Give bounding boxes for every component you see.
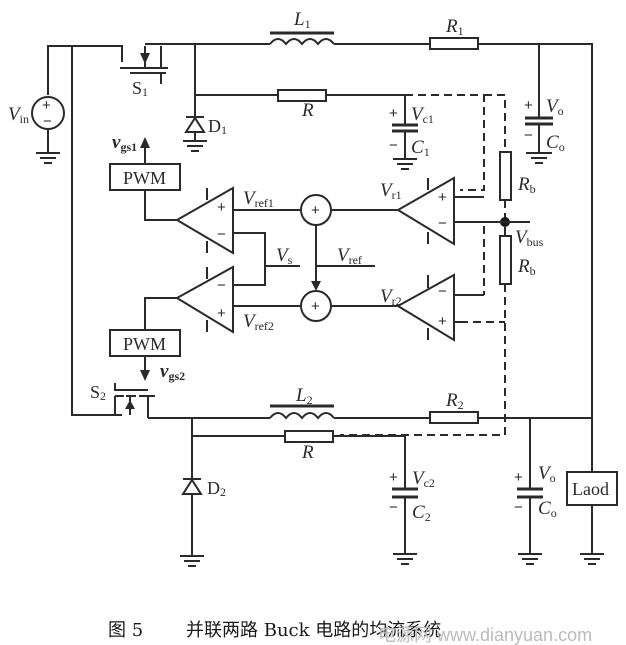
svg-text:Vref: Vref [337, 245, 362, 267]
svg-text:L2: L2 [295, 385, 313, 407]
switch-s1: S1 [120, 46, 168, 99]
pwm-block-2: PWM vgs2 [109, 297, 185, 383]
svg-text:Rb: Rb [517, 256, 536, 278]
pwm-block-1: PWM vgs1 [109, 132, 181, 221]
svg-text:+: + [217, 199, 226, 216]
sense-resistor-1: R [277, 89, 327, 121]
svg-text:Co: Co [538, 498, 557, 520]
arrow-icon [140, 137, 150, 148]
ground-icon [36, 152, 60, 164]
svg-text:R: R [301, 442, 314, 463]
share-amp-2: − + Vr2 [380, 273, 484, 342]
svg-text:Vr2: Vr2 [380, 286, 402, 308]
watermark: 电源网 www.dianyuan.com [378, 625, 592, 645]
arrow-icon [140, 370, 150, 381]
svg-text:−: − [524, 127, 533, 144]
share-amp-1: + − Vr1 [380, 176, 490, 295]
arrow-icon [140, 53, 150, 64]
bus-resistor-1: Rb [499, 151, 536, 201]
svg-text:−: − [389, 499, 398, 516]
svg-text:−: − [438, 283, 447, 300]
arrow-icon [311, 281, 321, 291]
svg-text:D2: D2 [207, 478, 226, 499]
svg-text:vgs2: vgs2 [160, 361, 185, 383]
pwm-comparator-1: + − Vref1 [175, 186, 301, 286]
resistor-r1: R1 [429, 16, 479, 50]
svg-text:−: − [217, 226, 226, 243]
svg-text:+: + [217, 305, 226, 322]
resistor-r2: R2 [429, 390, 479, 424]
svg-text:vgs1: vgs1 [112, 132, 137, 154]
pwm-comparator-2: − + Vref2 [175, 265, 301, 334]
figure-caption: 并联两路 Buck 电路的均流系统 [186, 620, 441, 641]
sense-capacitor-2: + − Vc2 C2 [389, 436, 435, 565]
input-rail [71, 46, 122, 416]
svg-text:R: R [301, 100, 314, 121]
svg-text:S2: S2 [90, 382, 106, 403]
svg-text:Vref2: Vref2 [243, 311, 274, 333]
svg-text:Vs: Vs [276, 245, 293, 267]
svg-text:Co: Co [546, 132, 565, 154]
switch-s2: S2 [90, 382, 155, 418]
inductor-l2: L2 [269, 385, 335, 420]
summer-1: + [300, 194, 332, 226]
svg-text:−: − [217, 277, 226, 294]
sense-capacitor-1: + − Vc1 C1 [389, 95, 434, 170]
load: Laod [566, 471, 618, 565]
svg-text:L1: L1 [293, 9, 311, 31]
inductor-l1: L1 [269, 9, 335, 46]
svg-text:Vo: Vo [538, 463, 556, 485]
svg-text:+: + [311, 298, 320, 315]
arrow-icon [125, 400, 135, 409]
svg-text:S1: S1 [132, 78, 148, 99]
svg-text:R1: R1 [445, 16, 464, 38]
svg-text:+: + [438, 189, 447, 206]
svg-text:Vr1: Vr1 [380, 180, 402, 202]
svg-text:−: − [43, 113, 52, 130]
svg-text:+: + [311, 202, 320, 219]
svg-text:+: + [524, 97, 533, 114]
svg-text:PWM: PWM [123, 168, 166, 188]
output-capacitor-1: + − Vo Co [524, 44, 565, 164]
svg-text:Vo: Vo [546, 96, 564, 118]
svg-text:PWM: PWM [123, 334, 166, 354]
figure-number: 图 5 [108, 620, 143, 641]
svg-text:Laod: Laod [572, 479, 609, 499]
svg-text:Vc1: Vc1 [411, 104, 434, 126]
svg-text:+: + [514, 469, 523, 486]
svg-text:C2: C2 [412, 502, 431, 524]
svg-text:Vbus: Vbus [515, 227, 544, 249]
svg-text:Vc2: Vc2 [412, 468, 435, 490]
svg-text:Vin: Vin [8, 104, 29, 126]
svg-text:−: − [389, 137, 398, 154]
svg-text:R2: R2 [445, 390, 464, 412]
summer-2: + [300, 290, 332, 322]
svg-text:D1: D1 [208, 116, 227, 137]
diode-d1: D1 [183, 44, 227, 152]
svg-text:+: + [389, 469, 398, 486]
svg-text:Rb: Rb [517, 174, 536, 196]
svg-text:Vref1: Vref1 [243, 188, 274, 210]
svg-text:C1: C1 [411, 137, 430, 159]
output-capacitor-2: + − Vo Co [514, 418, 557, 565]
input-source: + − Vin [8, 45, 123, 164]
svg-text:+: + [389, 105, 398, 122]
sense-resistor-2: R [284, 430, 334, 463]
svg-text:+: + [438, 313, 447, 330]
svg-text:−: − [514, 499, 523, 516]
svg-text:+: + [42, 97, 51, 114]
diode-d2: D2 [180, 418, 226, 567]
svg-text:−: − [438, 215, 447, 232]
